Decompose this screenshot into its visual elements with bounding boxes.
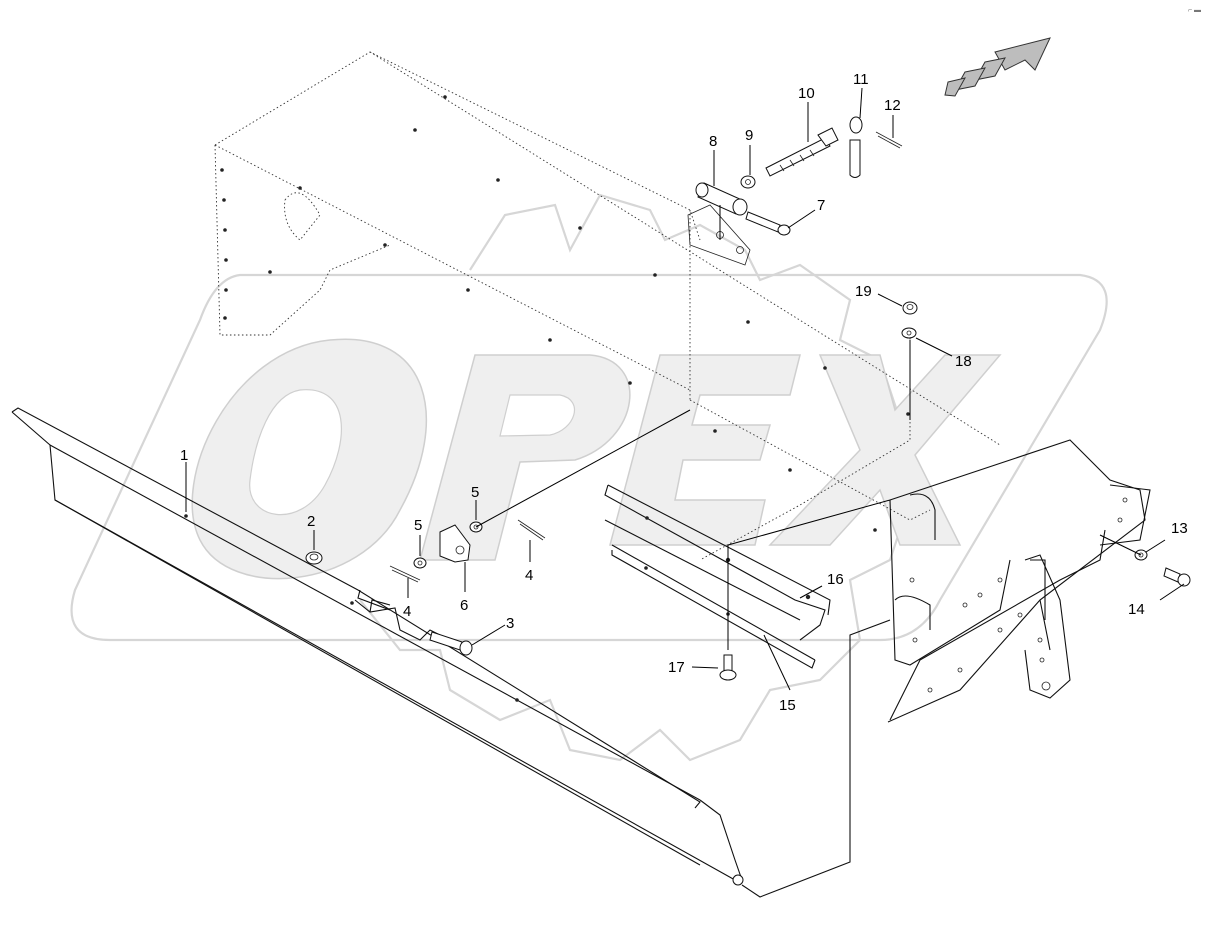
part-17-bolt: [719, 654, 737, 681]
part-7-bolt: [745, 211, 791, 236]
corner-mark: ⌐ ▬: [1188, 7, 1201, 14]
callout-7: 7: [817, 197, 825, 214]
callout-4-left: 4: [403, 603, 411, 620]
part-12-cotter-pin: [875, 131, 903, 149]
callout-10: 10: [798, 85, 815, 102]
lower-back-panel: [741, 619, 891, 898]
callout-13: 13: [1171, 520, 1188, 537]
watermark-letter-x: [768, 354, 1002, 546]
part-5-washer-2: [413, 557, 427, 569]
part-9-washer: [740, 175, 756, 189]
part-1-long-channel: [11, 407, 744, 886]
watermark-letter-o: [191, 338, 428, 580]
part-11-pin: [849, 116, 863, 178]
callout-8: 8: [709, 133, 717, 150]
callout-9: 9: [745, 127, 753, 144]
part-2-nut: [305, 551, 323, 565]
part-6-bracket: [439, 524, 471, 563]
direction-arrow-icon: [944, 37, 1051, 97]
callout-15: 15: [779, 697, 796, 714]
callout-5-right: 5: [471, 484, 479, 501]
part-15-flat-strip: [611, 544, 816, 669]
upper-housing: [214, 51, 1001, 561]
callout-2: 2: [307, 513, 315, 530]
callout-18: 18: [955, 353, 972, 370]
callout-labels: 1 2 3 4 4 5 5 6 7 8 9 10 11 12 13 14 15 …: [180, 71, 1188, 714]
callout-17: 17: [668, 659, 685, 676]
watermark-pill-outline: [70, 273, 1108, 642]
watermark-letter-e: [609, 354, 801, 546]
part-18-washer: [901, 327, 917, 339]
assembly-lines: [475, 205, 1142, 650]
part-4-pin: [389, 565, 421, 583]
part-8-sleeve: [695, 182, 748, 216]
callout-4-right: 4: [525, 567, 533, 584]
part-10-threaded-rod: [765, 127, 839, 177]
callout-19: 19: [855, 283, 872, 300]
part-16-angle-strip: [604, 484, 831, 641]
callout-1: 1: [180, 447, 188, 464]
leader-lines: [185, 87, 1185, 691]
part-19-nut: [902, 301, 918, 315]
watermark-letter-p: [419, 354, 631, 561]
right-side-frame: [887, 439, 1151, 723]
part-3-bolt: [429, 631, 473, 656]
callout-16: 16: [827, 571, 844, 588]
callout-12: 12: [884, 97, 901, 114]
part-4-pin-2: [517, 519, 546, 541]
part-14-bolt: [1163, 567, 1191, 587]
opex-watermark: [70, 193, 1108, 762]
callout-5-left: 5: [414, 517, 422, 534]
callout-11: 11: [853, 71, 869, 88]
callout-6: 6: [460, 597, 468, 614]
callout-3: 3: [506, 615, 514, 632]
callout-14: 14: [1128, 601, 1145, 618]
